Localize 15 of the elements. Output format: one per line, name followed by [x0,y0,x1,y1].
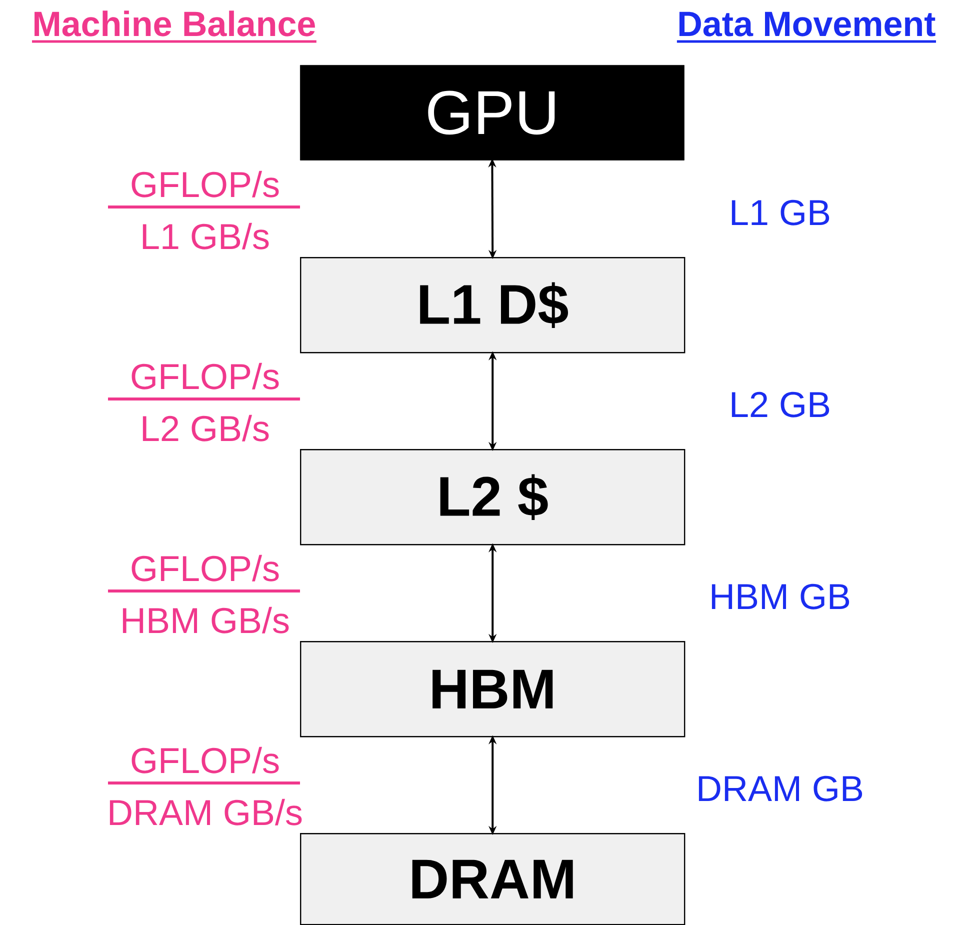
fraction: GFLOP/s L2 GB/s [108,362,300,442]
bandwidth-label: HBM GB [712,584,850,610]
processor-box: GPU [300,65,684,160]
fraction: GFLOP/s L1 GB/s [108,170,300,250]
fraction: GFLOP/s DRAM GB/s [108,746,302,826]
bandwidth-label: L1 GB [732,200,830,226]
memory-box: HBM [300,641,686,738]
memory-box: DRAM [300,833,686,925]
heading: Machine Balance [32,10,316,43]
memory-box: L1 D$ [300,257,686,354]
memory-box: L2 $ [300,449,686,546]
bandwidth-label: DRAM GB [698,776,862,802]
bandwidth-label: L2 GB [732,392,830,418]
fraction: GFLOP/s HBM GB/s [108,554,300,634]
heading: Data Movement [676,12,936,43]
